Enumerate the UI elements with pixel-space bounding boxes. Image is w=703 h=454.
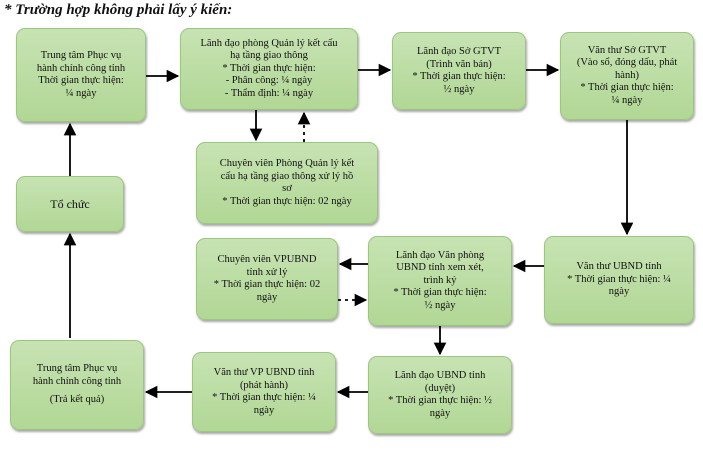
box-text-line: UBND tỉnh xem xét,	[396, 262, 484, 274]
box-text-line: Văn thư VP UBND tỉnh	[213, 367, 315, 378]
box-text-line: Chuyên viên Phòng Quản lý kết	[219, 158, 355, 169]
box-text-line: * Thời gian thực hiện: ¼	[212, 392, 316, 403]
box-text-line: Lãnh đạo phòng Quản lý kết cấu	[200, 37, 338, 49]
box-text-line: ngày	[253, 404, 275, 416]
box-text-line: ½ ngày	[443, 83, 475, 95]
box-text-line: * Thời gian thực hiện:	[412, 71, 506, 82]
box-text-line: * Thời gian thực hiện: 02 ngày	[222, 195, 352, 207]
box-text-line: hạ tầng giao thông	[230, 50, 308, 62]
box-text-line: Tổ chức	[50, 196, 90, 211]
box-text-line: * Thời gian thực hiện:	[222, 62, 316, 74]
box-text-line: ¼ ngày	[611, 94, 643, 106]
box-text-line: Lãnh đạo Sở GTVT	[417, 46, 501, 57]
box-text-line: * Thời gian thực hiện: ¼	[567, 273, 671, 285]
box-lanh-dao-ubnd-tinh: Lãnh đạo UBND tỉnh(duyệt)* Thời gian thự…	[368, 356, 512, 434]
box-van-thu-vp-ubnd: Văn thư VP UBND tỉnh(phát hành)* Thời gi…	[192, 352, 336, 432]
box-text-line: * Thời gian thực hiện: ½	[388, 395, 492, 406]
box-text-line: ngày	[256, 291, 278, 303]
box-text-line: * Thời gian thực hiện:	[580, 82, 674, 94]
box-text-line: * Thời gian thực hiện:	[393, 287, 487, 299]
box-text-line: trình ký	[423, 274, 457, 286]
box-text-line: Văn thư Sở GTVT	[587, 44, 667, 56]
box-text-line: ngày	[429, 407, 451, 419]
box-text-line: (Trình văn bản)	[426, 58, 492, 70]
box-text-line: - Thẩm định: ¼ ngày	[224, 87, 314, 99]
box-text-line: ½ ngày	[424, 299, 456, 311]
box-text-line: ¼ ngày	[65, 87, 97, 99]
box-text-line: Trung tâm Phục vụ	[36, 363, 118, 375]
box-text-line: - Phân công: ¼ ngày	[225, 75, 313, 87]
box-text-line: * Thời gian thực hiện: 02	[213, 279, 321, 290]
box-van-thu-ubnd-tinh: Văn thư UBND tỉnh* Thời gian thực hiện: …	[544, 236, 694, 324]
box-text-line: tỉnh xử lý	[246, 266, 288, 278]
box-text-line: hành)	[615, 69, 639, 81]
box-text-line: Thời gian thực hiện:	[38, 75, 124, 86]
box-text-line: ngày	[608, 286, 630, 298]
box-text-line: hành chính công tỉnh	[36, 62, 126, 74]
box-text-line: cấu hạ tầng giao thông xử lý hồ	[220, 170, 354, 182]
box-lanh-dao-so-gtvt: Lãnh đạo Sở GTVT(Trình văn bản)* Thời gi…	[392, 32, 526, 110]
box-text-line: Văn thư UBND tỉnh	[576, 261, 662, 273]
box-text-line: (duyệt)	[424, 382, 456, 394]
box-text-line: (Trả kết quả)	[49, 394, 105, 406]
page-title: * Trường hợp không phải lấy ý kiến:	[4, 2, 233, 18]
box-text-line: (Vào sổ, đóng dấu, phát	[576, 57, 678, 69]
box-text-line: hành chính công tỉnh	[32, 375, 122, 387]
box-text-line: (phát hành)	[239, 379, 289, 391]
box-text-line: Lãnh đạo UBND tỉnh	[394, 370, 486, 381]
box-text-line: Trung tâm Phục vụ	[40, 50, 122, 61]
box-text-line: Lãnh đạo Văn phòng	[395, 249, 485, 261]
box-text-line: sơ	[282, 183, 292, 194]
box-to-chuc: Tổ chức	[16, 176, 124, 232]
box-text-line: Chuyên viên VPUBND	[217, 254, 317, 265]
